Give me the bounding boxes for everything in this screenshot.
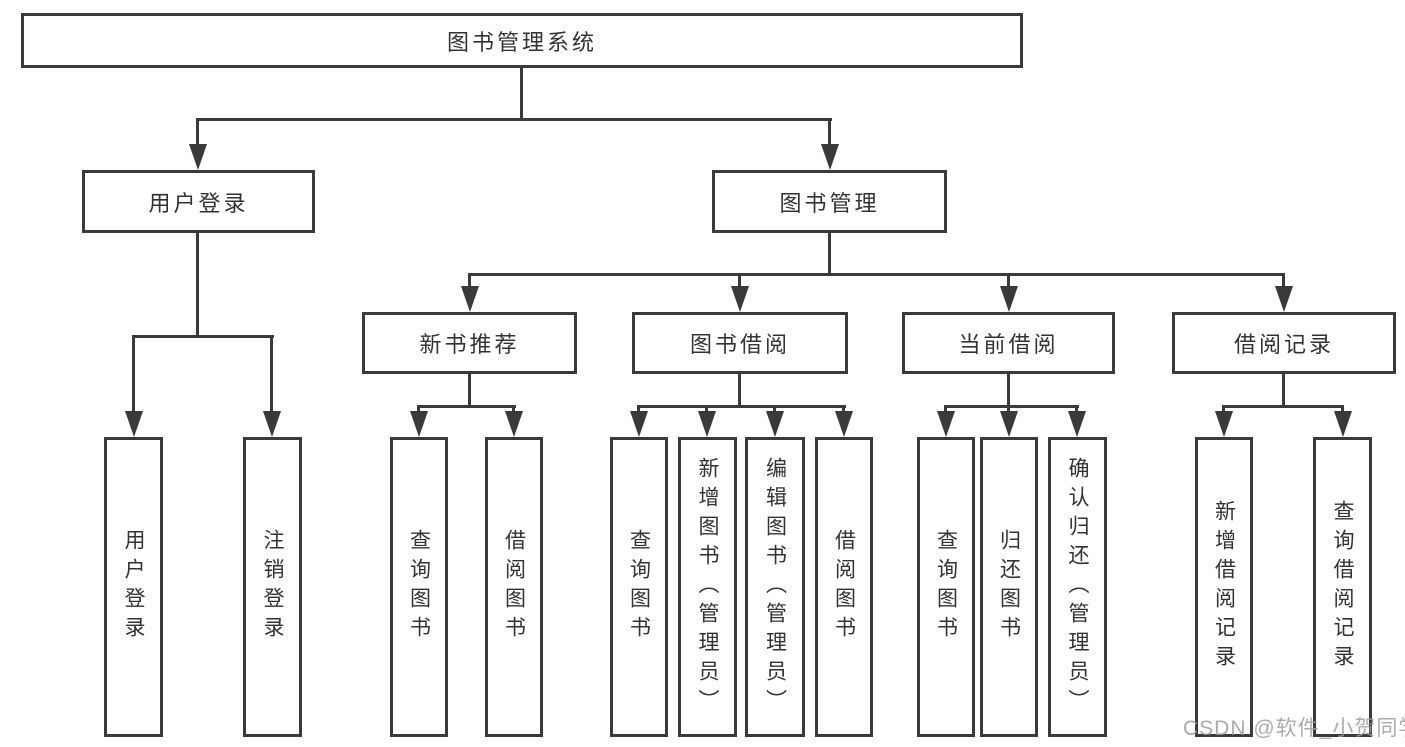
arrowhead-down-icon xyxy=(125,411,143,437)
leaf-current-query-books: 查询图书 xyxy=(917,437,975,737)
leaf-newbook-borrow-books: 借阅图书 xyxy=(485,437,543,737)
leaf-borrow-borrow-books-label: 借阅图书 xyxy=(832,529,856,645)
arrowhead-down-icon xyxy=(766,411,784,437)
connector-line xyxy=(738,374,741,407)
leaf-records-add-record: 新增借阅记录 xyxy=(1195,437,1253,737)
connector-line xyxy=(1282,273,1285,291)
node-library-system: 图书管理系统 xyxy=(21,13,1023,68)
connector-line xyxy=(1222,405,1344,408)
connector-line xyxy=(944,405,1079,408)
leaf-user-login: 用户登录 xyxy=(104,437,163,737)
connector-line xyxy=(196,118,199,148)
connector-line xyxy=(132,335,135,413)
leaf-borrow-add-books-admin: 新增图书（管理员） xyxy=(678,437,737,737)
connector-line xyxy=(828,233,831,275)
node-new-book-recommend: 新书推荐 xyxy=(362,312,577,374)
arrowhead-down-icon xyxy=(189,144,207,170)
arrowhead-down-icon xyxy=(937,411,955,437)
connector-line xyxy=(196,233,199,337)
arrowhead-down-icon xyxy=(505,411,523,437)
leaf-borrow-edit-books-admin: 编辑图书（管理员） xyxy=(745,437,805,737)
leaf-records-query-record-label: 查询借阅记录 xyxy=(1331,500,1354,674)
connector-line xyxy=(270,335,273,413)
connector-line xyxy=(468,374,471,407)
leaf-current-confirm-return-admin: 确认归还（管理员） xyxy=(1048,437,1107,737)
leaf-borrow-add-books-admin-label: 新增图书（管理员） xyxy=(696,456,719,718)
leaf-newbook-query-books: 查询图书 xyxy=(390,437,448,737)
arrowhead-down-icon xyxy=(1215,411,1233,437)
arrowhead-down-icon xyxy=(1000,411,1018,437)
connector-line xyxy=(1007,273,1010,291)
leaf-current-return-books-label: 归还图书 xyxy=(997,529,1021,645)
arrowhead-down-icon xyxy=(1275,286,1293,312)
node-book-management: 图书管理 xyxy=(712,170,947,233)
leaf-current-return-books: 归还图书 xyxy=(980,437,1038,737)
csdn-watermark: CSDN @软件_小贺同学 xyxy=(1183,717,1405,740)
arrowhead-down-icon xyxy=(461,286,479,312)
arrowhead-down-icon xyxy=(630,411,648,437)
node-book-borrow: 图书借阅 xyxy=(632,312,848,374)
connector-line xyxy=(738,273,741,291)
leaf-logout: 注销登录 xyxy=(243,437,302,737)
node-current-borrow: 当前借阅 xyxy=(902,312,1115,374)
connector-line xyxy=(197,118,832,121)
leaf-borrow-edit-books-admin-label: 编辑图书（管理员） xyxy=(763,456,787,718)
arrowhead-down-icon xyxy=(410,411,428,437)
connector-line xyxy=(417,405,516,408)
leaf-records-query-record: 查询借阅记录 xyxy=(1313,437,1372,737)
arrowhead-down-icon xyxy=(1334,411,1352,437)
arrowhead-down-icon xyxy=(698,411,716,437)
connector-line xyxy=(1007,374,1010,407)
connector-line xyxy=(520,66,523,120)
connector-line xyxy=(828,118,831,148)
arrowhead-down-icon xyxy=(1000,286,1018,312)
arrowhead-down-icon xyxy=(1068,411,1086,437)
connector-line xyxy=(637,405,846,408)
node-borrow-records: 借阅记录 xyxy=(1172,312,1396,374)
connector-line xyxy=(468,273,1285,276)
connector-line xyxy=(132,335,274,338)
arrowhead-down-icon xyxy=(263,411,281,437)
node-user-login: 用户登录 xyxy=(82,170,315,233)
leaf-borrow-query-books-label: 查询图书 xyxy=(627,529,651,645)
leaf-newbook-borrow-books-label: 借阅图书 xyxy=(502,529,526,645)
leaf-borrow-borrow-books: 借阅图书 xyxy=(815,437,873,737)
leaf-current-query-books-label: 查询图书 xyxy=(934,529,958,645)
leaf-current-confirm-return-admin-label: 确认归还（管理员） xyxy=(1066,456,1089,718)
arrowhead-down-icon xyxy=(821,144,839,170)
leaf-logout-label: 注销登录 xyxy=(261,529,284,645)
connector-line xyxy=(468,273,471,291)
leaf-borrow-query-books: 查询图书 xyxy=(610,437,668,737)
leaf-user-login-label: 用户登录 xyxy=(122,529,145,645)
connector-line xyxy=(1282,374,1285,407)
leaf-newbook-query-books-label: 查询图书 xyxy=(407,529,431,645)
arrowhead-down-icon xyxy=(731,286,749,312)
leaf-records-add-record-label: 新增借阅记录 xyxy=(1212,500,1236,674)
arrowhead-down-icon xyxy=(835,411,853,437)
